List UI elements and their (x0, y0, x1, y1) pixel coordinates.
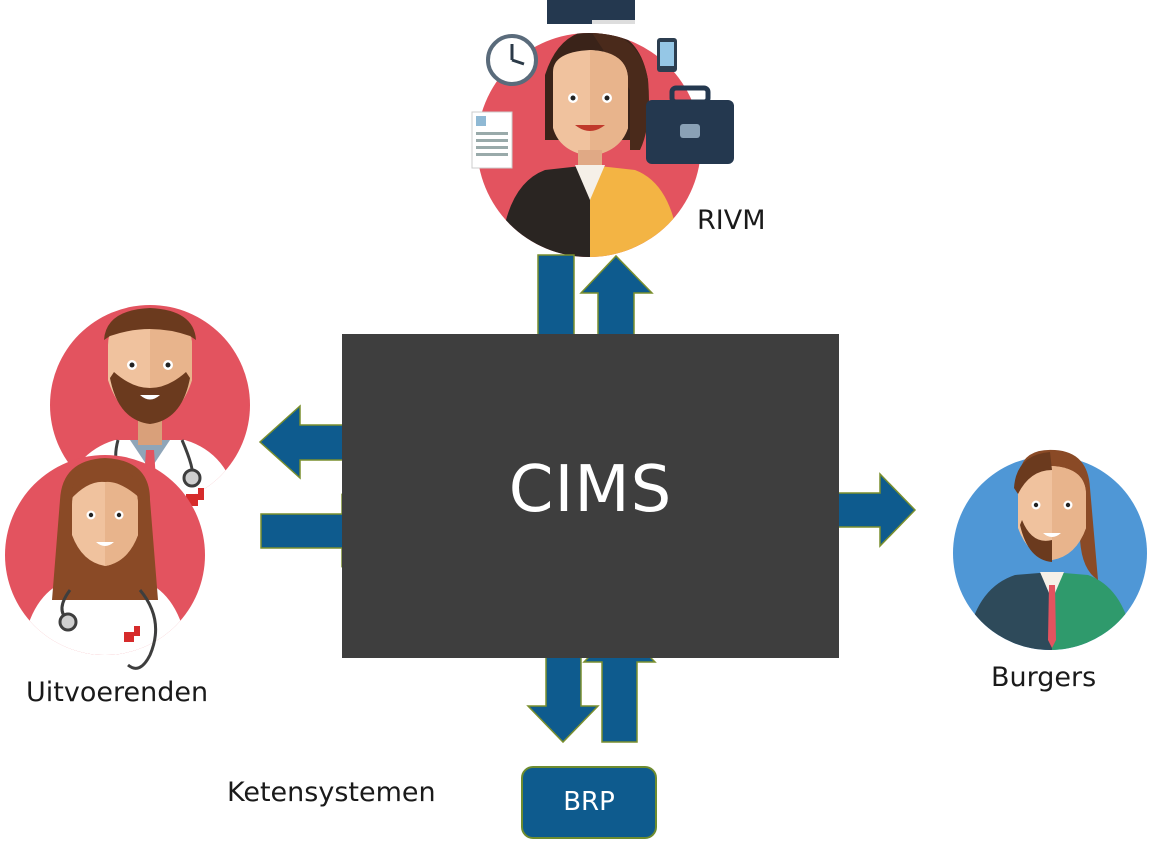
brp-label: BRP (563, 787, 615, 817)
burgers-label: Burgers (991, 662, 1097, 693)
citizen-person-icon (953, 449, 1147, 650)
ketensystemen-label: Ketensystemen (227, 777, 436, 808)
brp-box (521, 766, 657, 839)
uitvoerenden-label: Uitvoerenden (26, 677, 209, 708)
cims-system-box (342, 334, 839, 658)
rivm-label: RIVM (697, 205, 766, 236)
rivm-person-icon (471, 0, 734, 257)
cims-label: CIMS (508, 453, 673, 527)
doctor-female-icon (5, 455, 205, 670)
